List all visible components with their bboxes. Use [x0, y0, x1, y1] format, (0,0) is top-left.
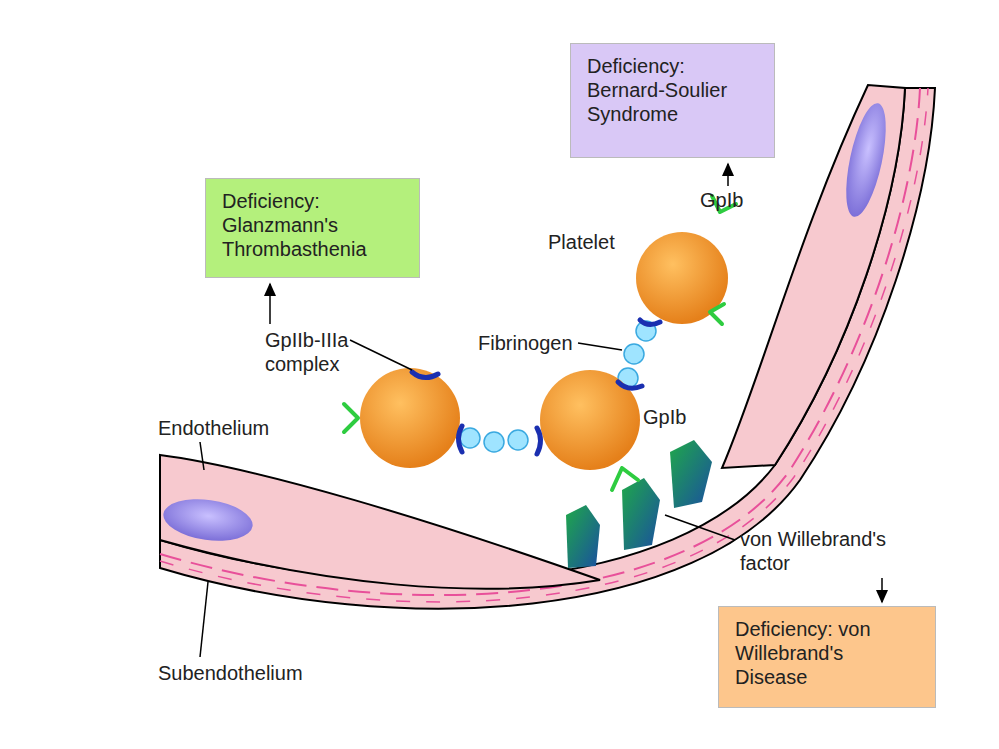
protein-label: Fibrinogen: [478, 331, 573, 355]
receptor-label: GpIIb-IIIa complex: [265, 328, 383, 376]
box-text: Deficiency: von Willebrand's Disease: [735, 617, 919, 689]
deficiency-box: Deficiency: Bernard-Soulier Syndrome: [570, 43, 775, 158]
platelet: [360, 368, 460, 468]
layer-label: Subendothelium: [158, 661, 303, 685]
layer-label: Endothelium: [158, 416, 269, 440]
receptor-label: GpIb: [643, 405, 686, 429]
endothelial-cell: [160, 455, 600, 589]
cell-nucleus: [838, 100, 893, 220]
deficiency-box: Deficiency: Glanzmann's Thrombasthenia: [205, 178, 420, 278]
deficiency-box: Deficiency: von Willebrand's Disease: [718, 606, 936, 708]
receptor-label: GpIb: [700, 188, 743, 212]
vwf-molecule: [670, 440, 712, 508]
platelet: [636, 232, 728, 324]
protein-label: von Willebrand's factor: [740, 527, 940, 575]
cell-label: Platelet: [548, 230, 615, 254]
cell-nucleus: [161, 494, 256, 546]
box-text: Deficiency: Glanzmann's Thrombasthenia: [222, 189, 403, 261]
vwf-molecule: [622, 478, 660, 550]
vwf-molecule: [566, 505, 600, 568]
box-text: Deficiency: Bernard-Soulier Syndrome: [587, 54, 758, 126]
gpiib-iiia-receptor: [412, 320, 660, 454]
leader-line: [200, 164, 882, 657]
